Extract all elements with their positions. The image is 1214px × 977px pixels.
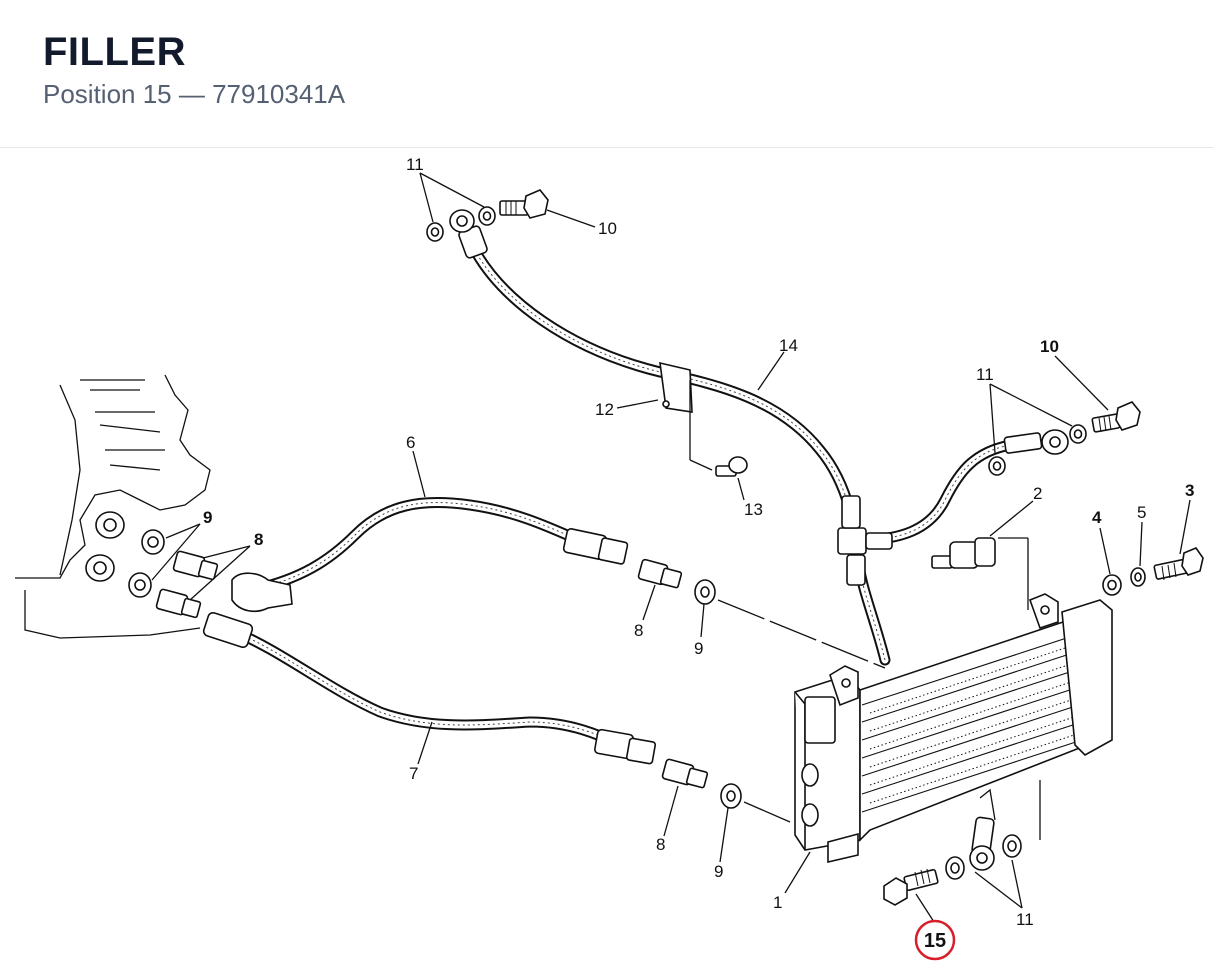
bottom-banjo-assembly: [883, 816, 1022, 906]
hose-6: [231, 497, 629, 613]
callout-8-left: 8: [254, 530, 263, 549]
pressure-sender-2: [931, 537, 1029, 610]
bolt-3-assembly: [1102, 547, 1204, 596]
t-junction: [837, 527, 867, 555]
callout-4: 4: [1092, 508, 1102, 527]
hose-7: [202, 611, 657, 765]
callout-9-left: 9: [203, 508, 212, 527]
callout-11-bottom: 11: [1016, 910, 1034, 929]
top-banjo-assembly: [426, 189, 549, 259]
callout-14: 14: [779, 336, 798, 355]
callout-7: 7: [409, 764, 418, 783]
callout-10-right: 10: [1040, 337, 1059, 356]
left-fittings: [128, 529, 219, 619]
highlight-ring[interactable]: [914, 919, 956, 961]
bolt-10-top-head: [523, 189, 549, 219]
callout-2: 2: [1033, 484, 1042, 503]
callout-12: 12: [595, 400, 614, 419]
highlighted-callout-15[interactable]: 15: [914, 919, 956, 961]
bolt-15-shank: [903, 868, 939, 892]
leader-lines: [151, 172, 1191, 923]
callout-6: 6: [406, 433, 415, 452]
hose-14: [466, 239, 891, 666]
callout-3: 3: [1185, 481, 1194, 500]
callout-1: 1: [773, 893, 782, 912]
callout-11-top: 11: [406, 155, 424, 174]
callout-13: 13: [744, 500, 763, 519]
oil-cooler-1: [794, 593, 1113, 864]
mid-fittings: [637, 558, 886, 823]
callout-8-low: 8: [656, 835, 665, 854]
clamp-12: [659, 361, 713, 471]
page-title: FILLER: [43, 30, 186, 74]
callout-9-mid: 9: [694, 639, 703, 658]
callout-11-right: 11: [976, 365, 994, 384]
callout-labels: 11 10 14 12 13 10 11 6 2 9 8 4 5 3 8 9 7…: [203, 155, 1194, 929]
callout-10-top: 10: [598, 219, 617, 238]
hose-branch-right: [854, 439, 1016, 546]
right-banjo-assembly: [988, 401, 1141, 476]
position-subtitle: Position 15 — 77910341A: [43, 79, 346, 109]
bolt-13: [715, 456, 748, 477]
callout-5: 5: [1137, 503, 1146, 522]
callout-15[interactable]: 15: [924, 930, 946, 952]
page-header: FILLER Position 15 — 77910341A: [0, 0, 1214, 148]
callout-8-mid: 8: [634, 621, 643, 640]
engine-frame-outline: [15, 374, 211, 639]
callout-9-low: 9: [714, 862, 723, 881]
bolt-15-head: [883, 877, 908, 906]
